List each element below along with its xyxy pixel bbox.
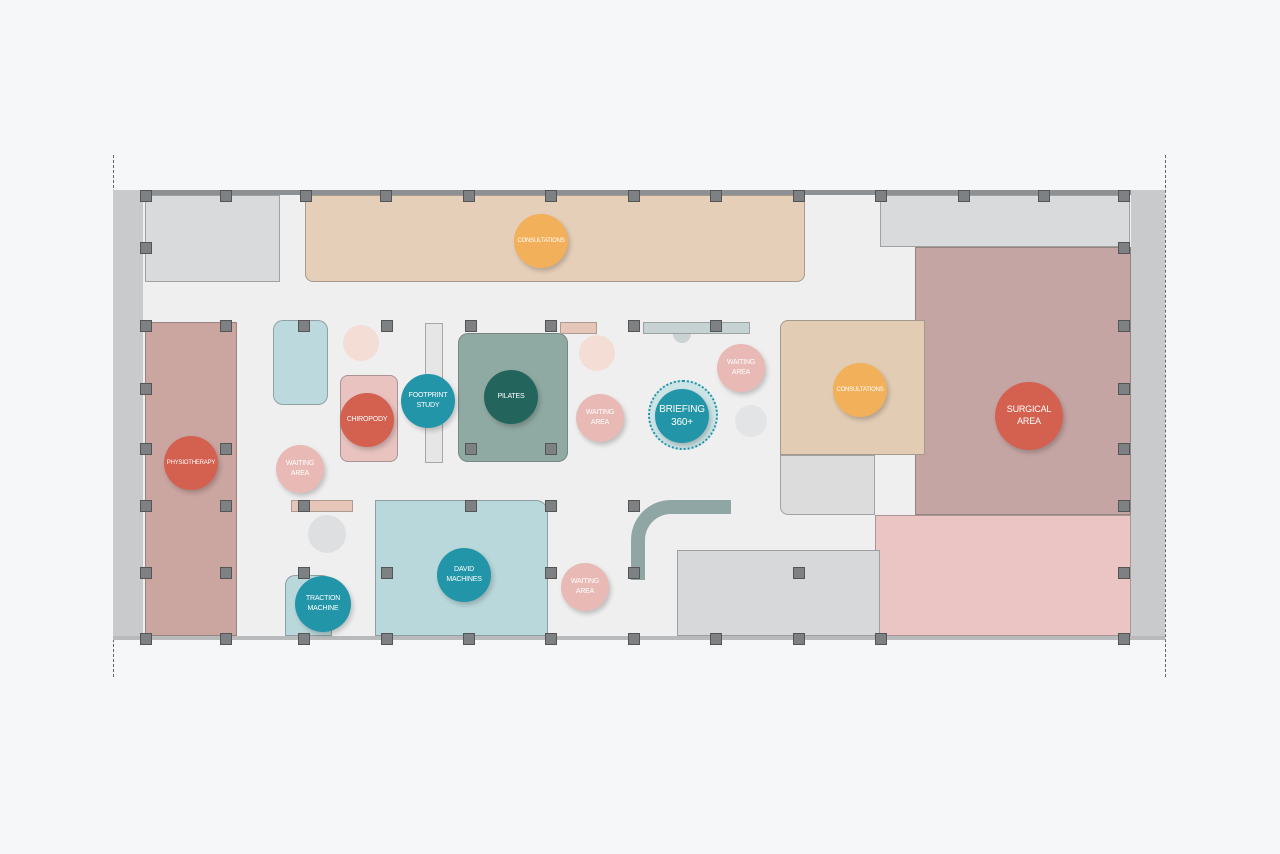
column: [1118, 190, 1130, 202]
column: [140, 242, 152, 254]
column: [140, 500, 152, 512]
zone-label-footprint-study[interactable]: FOOTPRINT STUDY: [401, 374, 455, 428]
column: [628, 320, 640, 332]
bench: [560, 322, 597, 334]
column: [628, 190, 640, 202]
zone-label-briefing[interactable]: BRIEFING 360+: [655, 389, 709, 443]
reception-desk: [631, 500, 731, 580]
column: [1118, 443, 1130, 455]
zone-label-waiting-left[interactable]: WAITING AREA: [276, 445, 324, 493]
column: [1118, 633, 1130, 645]
column: [1118, 383, 1130, 395]
column: [220, 567, 232, 579]
column: [1118, 320, 1130, 332]
zone-label-physiotherapy[interactable]: PHYSIOTHERAPY: [164, 436, 218, 490]
floor-plan: [113, 190, 1165, 645]
column: [298, 500, 310, 512]
column: [140, 567, 152, 579]
column: [545, 320, 557, 332]
bench: [643, 322, 750, 334]
zone-label-surgical[interactable]: SURGICAL AREA: [995, 382, 1063, 450]
column: [140, 190, 152, 202]
column: [710, 190, 722, 202]
zone-label-consultations-top[interactable]: CONSULTATIONS: [514, 214, 568, 268]
column: [463, 190, 475, 202]
column: [545, 190, 557, 202]
column: [875, 190, 887, 202]
column: [220, 633, 232, 645]
column: [381, 320, 393, 332]
column: [1118, 567, 1130, 579]
grid-line-right: [1165, 155, 1166, 677]
room-wc-left: [145, 195, 280, 282]
zone-label-david-machines[interactable]: DAVID MACHINES: [437, 548, 491, 602]
column: [793, 633, 805, 645]
column: [220, 443, 232, 455]
table: [308, 515, 346, 553]
column: [545, 443, 557, 455]
room-surgical: [915, 247, 1131, 515]
column: [298, 633, 310, 645]
column: [140, 383, 152, 395]
room-office: [780, 455, 875, 515]
column: [140, 633, 152, 645]
zone-label-waiting-right[interactable]: WAITING AREA: [717, 344, 765, 392]
column: [545, 567, 557, 579]
column: [463, 633, 475, 645]
zone-label-waiting-bottom[interactable]: WAITING AREA: [561, 563, 609, 611]
zone-label-traction-machine[interactable]: TRACTION MACHINE: [295, 576, 351, 632]
column: [875, 633, 887, 645]
column: [140, 320, 152, 332]
column: [958, 190, 970, 202]
column: [140, 443, 152, 455]
room-blue-small: [273, 320, 328, 405]
zone-label-consultations-mid[interactable]: CONSULTATIONS: [833, 363, 887, 417]
column: [220, 500, 232, 512]
zone-label-pilates[interactable]: PILATES: [484, 370, 538, 424]
column: [1118, 242, 1130, 254]
column: [298, 320, 310, 332]
table: [343, 325, 379, 361]
zone-label-waiting-center[interactable]: WAITING AREA: [576, 394, 624, 442]
column: [1038, 190, 1050, 202]
column: [545, 633, 557, 645]
zone-label-chiropody[interactable]: CHIROPODY: [340, 393, 394, 447]
table: [735, 405, 767, 437]
column: [1118, 500, 1130, 512]
column: [628, 633, 640, 645]
column: [793, 190, 805, 202]
column: [710, 320, 722, 332]
column: [380, 190, 392, 202]
column: [381, 633, 393, 645]
wall-right: [1131, 190, 1165, 636]
room-wc-right: [880, 195, 1130, 247]
column: [710, 633, 722, 645]
column: [298, 567, 310, 579]
column: [793, 567, 805, 579]
wall-left: [113, 190, 143, 636]
column: [465, 500, 477, 512]
column: [381, 567, 393, 579]
column: [628, 567, 640, 579]
room-surgical-recovery: [875, 515, 1131, 636]
column: [628, 500, 640, 512]
column: [300, 190, 312, 202]
column: [220, 190, 232, 202]
table: [579, 335, 615, 371]
column: [465, 320, 477, 332]
column: [465, 443, 477, 455]
column: [220, 320, 232, 332]
column: [545, 500, 557, 512]
